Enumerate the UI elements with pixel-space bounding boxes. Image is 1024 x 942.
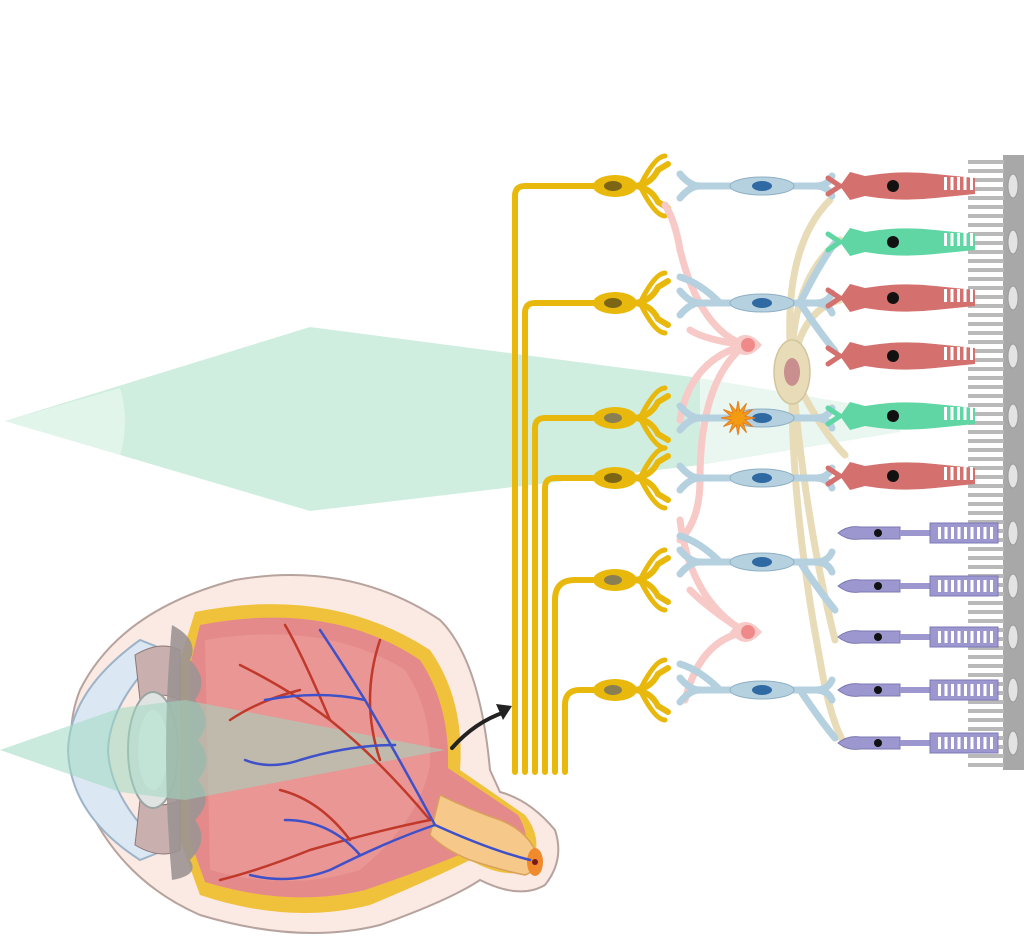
ganglion-cell	[593, 547, 671, 613]
epithelium-cell	[1007, 677, 1019, 703]
rod-cell	[837, 626, 999, 648]
green-cone-cell	[825, 228, 975, 256]
ganglion-cell	[593, 445, 671, 511]
epithelium-cell	[1007, 463, 1019, 489]
pigment-epithelium	[968, 155, 1024, 770]
red-cone-cell	[825, 172, 975, 200]
light-beam-eye	[0, 700, 445, 800]
epithelium-cell	[1007, 403, 1019, 429]
epithelium-cell	[1007, 730, 1019, 756]
retinal-veins	[243, 628, 532, 881]
epithelium-cell	[1007, 173, 1019, 199]
ganglion-axons	[512, 183, 601, 775]
ganglion-cell	[593, 153, 671, 219]
red-cone-cell	[825, 342, 975, 370]
zoom-arrow-icon	[450, 704, 512, 750]
rod-cell	[837, 575, 999, 597]
epithelium-cell	[1007, 285, 1019, 311]
rod-cell	[837, 732, 999, 754]
epithelium-cell	[1007, 624, 1019, 650]
red-cone-cell	[825, 284, 975, 312]
epithelium-cell	[1007, 229, 1019, 255]
rod-cell	[837, 522, 999, 544]
amacrine-bodies	[730, 335, 762, 642]
red-cone-cell	[825, 462, 975, 490]
activation-spark-icon	[720, 400, 756, 436]
ganglion-cell	[593, 657, 671, 723]
horizontal-cell-body	[773, 339, 811, 405]
eye-cross-section	[0, 574, 560, 934]
green-cone-cell	[825, 402, 975, 430]
photoreceptor-layer	[825, 172, 999, 754]
ganglion-cell-layer	[593, 153, 671, 723]
rod-cell	[837, 679, 999, 701]
bipolar-cell	[676, 532, 839, 614]
epithelium-cell	[1007, 520, 1019, 546]
bipolar-cell	[676, 660, 839, 742]
epithelium-cell	[1007, 343, 1019, 369]
ganglion-cell	[593, 270, 671, 336]
epithelium-cell	[1007, 573, 1019, 599]
